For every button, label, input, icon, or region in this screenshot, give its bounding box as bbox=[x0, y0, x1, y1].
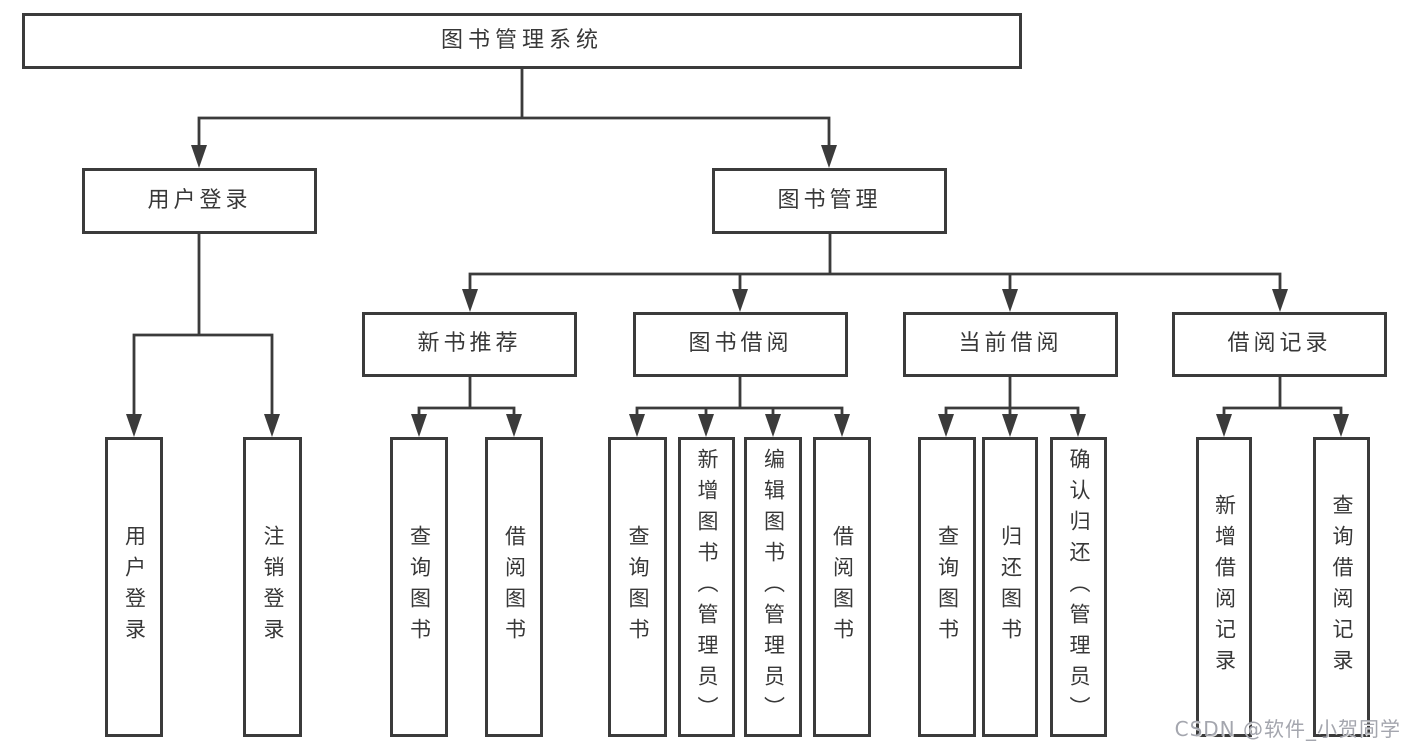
leaf-return-books: 归还图书 bbox=[982, 437, 1038, 737]
node-borrowing-records: 借阅记录 bbox=[1172, 312, 1387, 377]
node-user-login: 用户登录 bbox=[82, 168, 317, 234]
node-book-borrowing: 图书借阅 bbox=[633, 312, 848, 377]
leaf-query-books-recommend: 查询图书 bbox=[390, 437, 448, 737]
leaf-logout: 注销登录 bbox=[243, 437, 302, 737]
leaf-edit-book-admin: 编辑图书（管理员） bbox=[744, 437, 802, 737]
leaf-user-login: 用户登录 bbox=[105, 437, 163, 737]
leaf-query-borrow-record: 查询借阅记录 bbox=[1313, 437, 1370, 737]
node-new-book-recommend: 新书推荐 bbox=[362, 312, 577, 377]
watermark: CSDN @软件_小贺同学 bbox=[1174, 717, 1401, 741]
leaf-query-books-current: 查询图书 bbox=[918, 437, 976, 737]
node-library-management-system: 图书管理系统 bbox=[22, 13, 1022, 69]
leaf-add-book-admin: 新增图书（管理员） bbox=[678, 437, 735, 737]
leaf-borrow-books-recommend: 借阅图书 bbox=[485, 437, 543, 737]
node-current-borrowing: 当前借阅 bbox=[903, 312, 1118, 377]
node-book-management: 图书管理 bbox=[712, 168, 947, 234]
leaf-confirm-return-admin: 确认归还（管理员） bbox=[1050, 437, 1107, 737]
leaf-query-books-borrowing: 查询图书 bbox=[608, 437, 667, 737]
leaf-borrow-books-borrowing: 借阅图书 bbox=[813, 437, 871, 737]
leaf-add-borrow-record: 新增借阅记录 bbox=[1196, 437, 1252, 737]
